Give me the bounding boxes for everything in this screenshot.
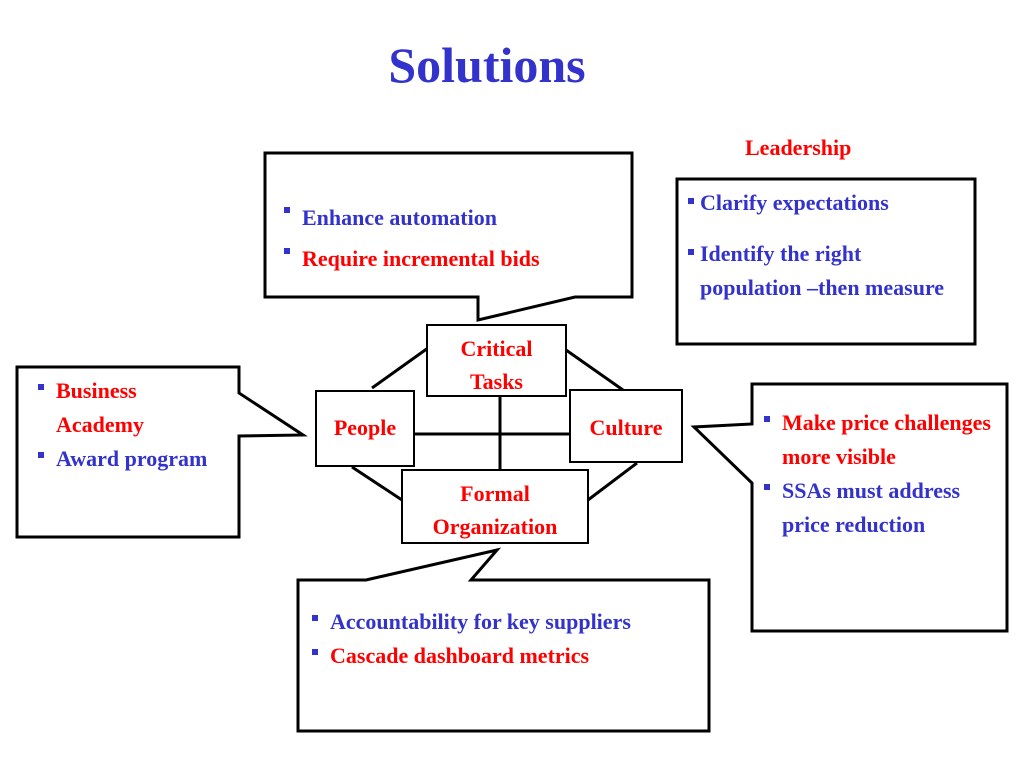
list-item: SSAs must address price reduction [764, 474, 994, 542]
node-critical-tasks-label: Critical Tasks [460, 336, 533, 394]
bullet-square-icon [764, 415, 770, 422]
bullet-square-icon [38, 383, 44, 390]
list-item: Make price challenges more visible [764, 406, 994, 474]
connector-lines [351, 346, 638, 505]
slide-title: Solutions [388, 37, 586, 93]
callout-left-list: Business Academy Award program [38, 374, 218, 476]
callout-bottom-list: Accountability for key suppliers Cascade… [312, 605, 692, 673]
connector-formal-people [351, 465, 403, 502]
list-item-text: SSAs must address price reduction [782, 478, 961, 537]
bullet-square-icon [764, 483, 770, 490]
bullet-square-icon [312, 648, 318, 655]
bullet-square-icon [688, 249, 694, 256]
list-item: Require incremental bids [284, 238, 624, 279]
bullet-square-icon [312, 614, 318, 621]
node-people-label: People [333, 415, 397, 440]
list-item-text: Clarify expectations [700, 190, 889, 215]
node-people-box [315, 390, 415, 467]
list-item-text: Award program [56, 446, 208, 471]
node-culture-label: Culture [589, 415, 663, 440]
bullet-square-icon [688, 198, 694, 205]
bullet-square-icon [284, 206, 290, 213]
node-culture-box [569, 389, 683, 463]
connector-culture-formal [583, 461, 638, 505]
callout-leadership-list: Clarify expectations Identify the right … [688, 186, 958, 305]
list-item: Enhance automation [284, 197, 624, 238]
list-item: Accountability for key suppliers [312, 605, 692, 639]
connector-people-critical [371, 346, 429, 390]
node-formal-organization-label: Formal Organization [432, 481, 558, 539]
node-critical-tasks-box [426, 324, 567, 397]
list-item-text: Accountability for key suppliers [330, 609, 631, 634]
callout-top-list: Enhance automation Require incremental b… [284, 197, 624, 279]
list-item-text: Make price challenges more visible [782, 410, 991, 469]
callout-right-shape [690, 382, 1009, 633]
list-item-text: Cascade dashboard metrics [330, 643, 590, 668]
connector-critical-culture [565, 348, 624, 392]
list-item: Identify the right population –then meas… [688, 237, 958, 305]
callout-top-shape [263, 151, 634, 322]
node-formal-organization-box [401, 469, 589, 544]
list-item-text: Business Academy [56, 378, 144, 437]
callout-leadership-shape [675, 177, 977, 346]
list-item-text: Enhance automation [302, 205, 497, 230]
list-item: Award program [38, 442, 218, 476]
list-item: Business Academy [38, 374, 218, 442]
leadership-label: Leadership [745, 135, 852, 160]
bullet-square-icon [38, 451, 44, 458]
bullet-square-icon [284, 247, 290, 254]
list-item-text: Identify the right population –then meas… [700, 241, 945, 300]
callout-bottom-shape [296, 547, 711, 733]
callout-right-list: Make price challenges more visible SSAs … [764, 406, 994, 542]
callout-left-shape [15, 365, 308, 539]
list-item: Clarify expectations [688, 186, 958, 220]
list-item-text: Require incremental bids [302, 246, 540, 271]
list-item: Cascade dashboard metrics [312, 639, 692, 673]
